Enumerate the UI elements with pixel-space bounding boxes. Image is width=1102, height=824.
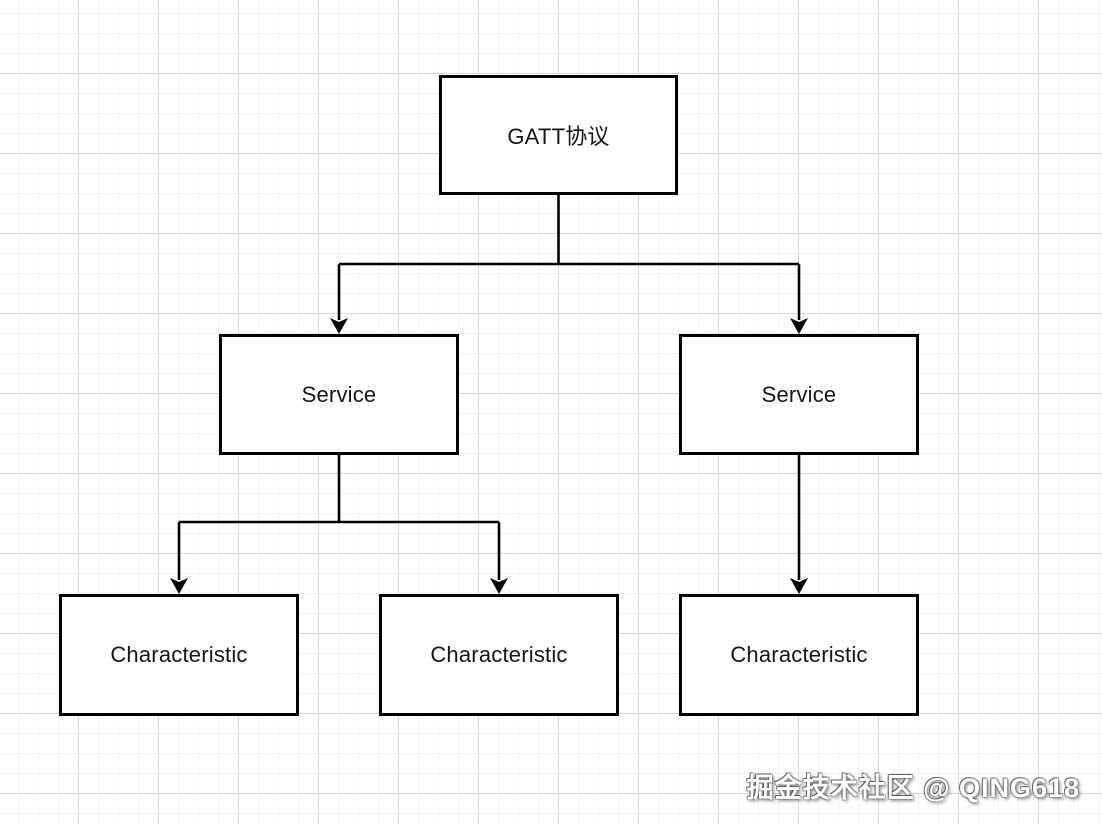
node-characteristic-middle: Characteristic — [379, 594, 619, 716]
node-gatt-protocol: GATT协议 — [439, 75, 678, 195]
node-characteristic-right: Characteristic — [679, 594, 919, 716]
node-service-right: Service — [679, 334, 919, 455]
arrowhead-char2 — [490, 578, 508, 594]
node-service-left: Service — [219, 334, 459, 455]
node-characteristic-left-label: Characteristic — [110, 642, 248, 667]
arrowhead-service2 — [790, 318, 808, 334]
arrowhead-char3 — [790, 578, 808, 594]
node-characteristic-middle-label: Characteristic — [430, 642, 568, 667]
node-gatt-protocol-label: GATT协议 — [507, 124, 610, 149]
node-characteristic-right-label: Characteristic — [730, 642, 868, 667]
watermark-text: 掘金技术社区 @ QING618 — [746, 773, 1080, 803]
node-characteristic-left: Characteristic — [59, 594, 299, 716]
arrowhead-char1 — [170, 578, 188, 594]
node-service-left-label: Service — [301, 381, 377, 407]
arrowhead-service1 — [330, 318, 348, 334]
node-service-right-label: Service — [761, 381, 837, 407]
